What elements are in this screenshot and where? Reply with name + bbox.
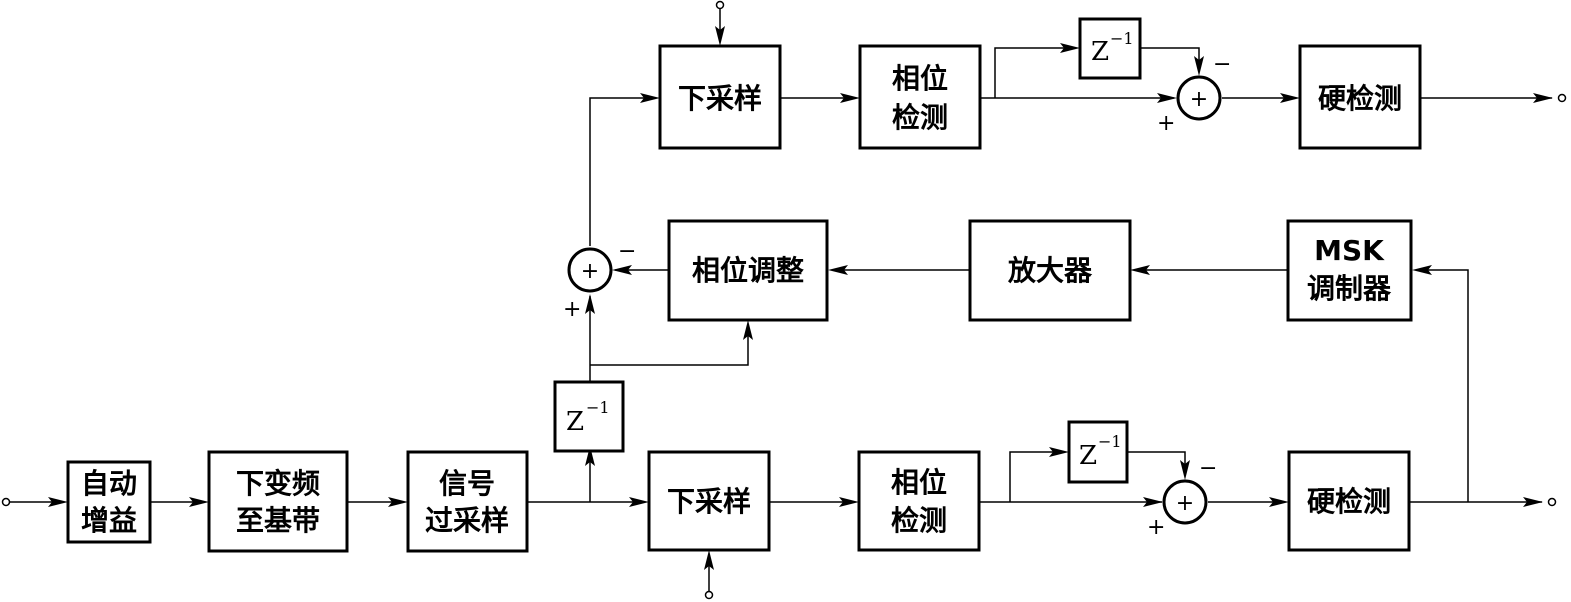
output-terminal-top [1557,93,1567,103]
delay-block-middle: Z −1 [553,380,625,453]
arrowhead [840,93,860,103]
input-terminal [1,497,11,507]
arrowhead [715,26,725,46]
sum-junction-left: + [567,247,613,293]
arrowhead [612,265,632,275]
minus-sign-top: − [1213,52,1231,77]
block-oversample: 信号 过采样 [406,450,529,553]
block-msk-modulator-line2: 调制器 [1307,272,1392,305]
arrowhead [629,497,649,507]
block-phase-adjust-label: 相位调整 [692,254,804,287]
block-amplifier: 放大器 [968,219,1132,322]
arrowhead [1049,447,1069,457]
arrowhead [585,446,595,466]
plus-sign-bottom: + [1147,515,1165,540]
output-terminal-bottom [1547,497,1557,507]
plus-sign-top: + [1157,111,1175,136]
arrowhead [1143,497,1163,507]
block-downsample-top: 下采样 [658,44,782,150]
block-phase-detect-top: 相位 检测 [858,44,982,150]
arrowhead [585,294,595,314]
delay-base: Z [1091,37,1109,67]
block-downsample-top-label: 下采样 [678,82,762,115]
arrowhead [1060,43,1080,53]
arrowhead [388,497,408,507]
arrowhead [1533,93,1553,103]
arrowhead [1157,93,1177,103]
block-phase-detect-bottom-line2: 检测 [891,504,947,537]
block-downconvert: 下变频 至基带 [207,450,349,553]
wire-phase-bottom-to-delay [1009,451,1063,502]
delay-block-bottom: Z −1 [1067,420,1129,484]
block-hard-detect-bottom: 硬检测 [1287,450,1411,552]
arrowheads [48,26,1553,570]
plus-sign-left: + [563,297,581,322]
sum-junction-top: + [1176,75,1222,121]
wire-delay-to-phase-adjust [590,326,749,366]
delay-block-top: Z −1 [1078,17,1142,80]
arrowhead [1130,265,1150,275]
arrowhead [1180,460,1190,480]
arrowhead [1523,497,1543,507]
wire-phase-top-to-delay [994,47,1074,98]
clock-terminal-top [715,0,725,10]
arrowhead [640,93,660,103]
arrowhead [828,265,848,275]
block-agc-line2: 增益 [81,504,137,537]
block-phase-detect-bottom: 相位 检测 [857,450,981,552]
block-downconvert-line1: 下变频 [236,467,320,500]
arrowhead [704,550,714,570]
wires [10,8,1552,592]
clock-terminal-bottom [704,590,714,600]
arrowhead [1194,56,1204,76]
wire-delay-top-to-sum [1141,47,1200,72]
delay-exponent: −1 [1110,29,1134,48]
block-hard-detect-top-label: 硬检测 [1318,82,1402,115]
delay-exponent: −1 [1098,432,1122,451]
arrowhead [48,497,68,507]
wire-sum-to-downsample-top [589,97,654,246]
sum-junction-bottom: + [1162,479,1208,525]
arrowhead [839,497,859,507]
wire-feedback-to-msk [1418,269,1469,502]
block-downsample-bottom-label: 下采样 [667,485,751,518]
sign-labels: − + − + − + [563,52,1231,540]
sum-symbol: + [1176,491,1194,516]
block-amplifier-label: 放大器 [1007,254,1093,287]
delay-exponent: −1 [586,398,610,417]
block-agc-line1: 自动 [81,467,137,500]
block-oversample-line2: 过采样 [425,504,509,537]
block-msk-modulator: MSK 调制器 [1286,219,1413,322]
block-downconvert-line2: 至基带 [236,504,320,537]
arrowhead [1269,497,1289,507]
minus-sign-left: − [618,239,636,264]
sum-symbol: + [581,259,599,284]
block-phase-detect-top-line1: 相位 [892,62,948,95]
arrowhead [1280,93,1300,103]
arrowhead [1412,265,1432,275]
block-hard-detect-top: 硬检测 [1298,44,1422,150]
sum-symbol: + [1190,87,1208,112]
minus-sign-bottom: − [1199,456,1217,481]
block-phase-detect-top-line2: 检测 [892,101,948,134]
block-hard-detect-bottom-label: 硬检测 [1307,485,1391,518]
delay-base: Z [566,407,584,437]
block-phase-detect-bottom-line1: 相位 [891,466,947,499]
wire-delay-to-sum-bottom [1128,451,1186,476]
arrowhead [743,320,753,340]
block-phase-adjust: 相位调整 [667,219,829,322]
delay-base: Z [1079,441,1097,471]
block-oversample-line1: 信号 [439,467,495,500]
block-downsample-bottom: 下采样 [647,450,771,552]
block-agc: 自动 增益 [66,460,152,544]
arrowhead [189,497,209,507]
block-msk-modulator-line1: MSK [1314,234,1385,267]
